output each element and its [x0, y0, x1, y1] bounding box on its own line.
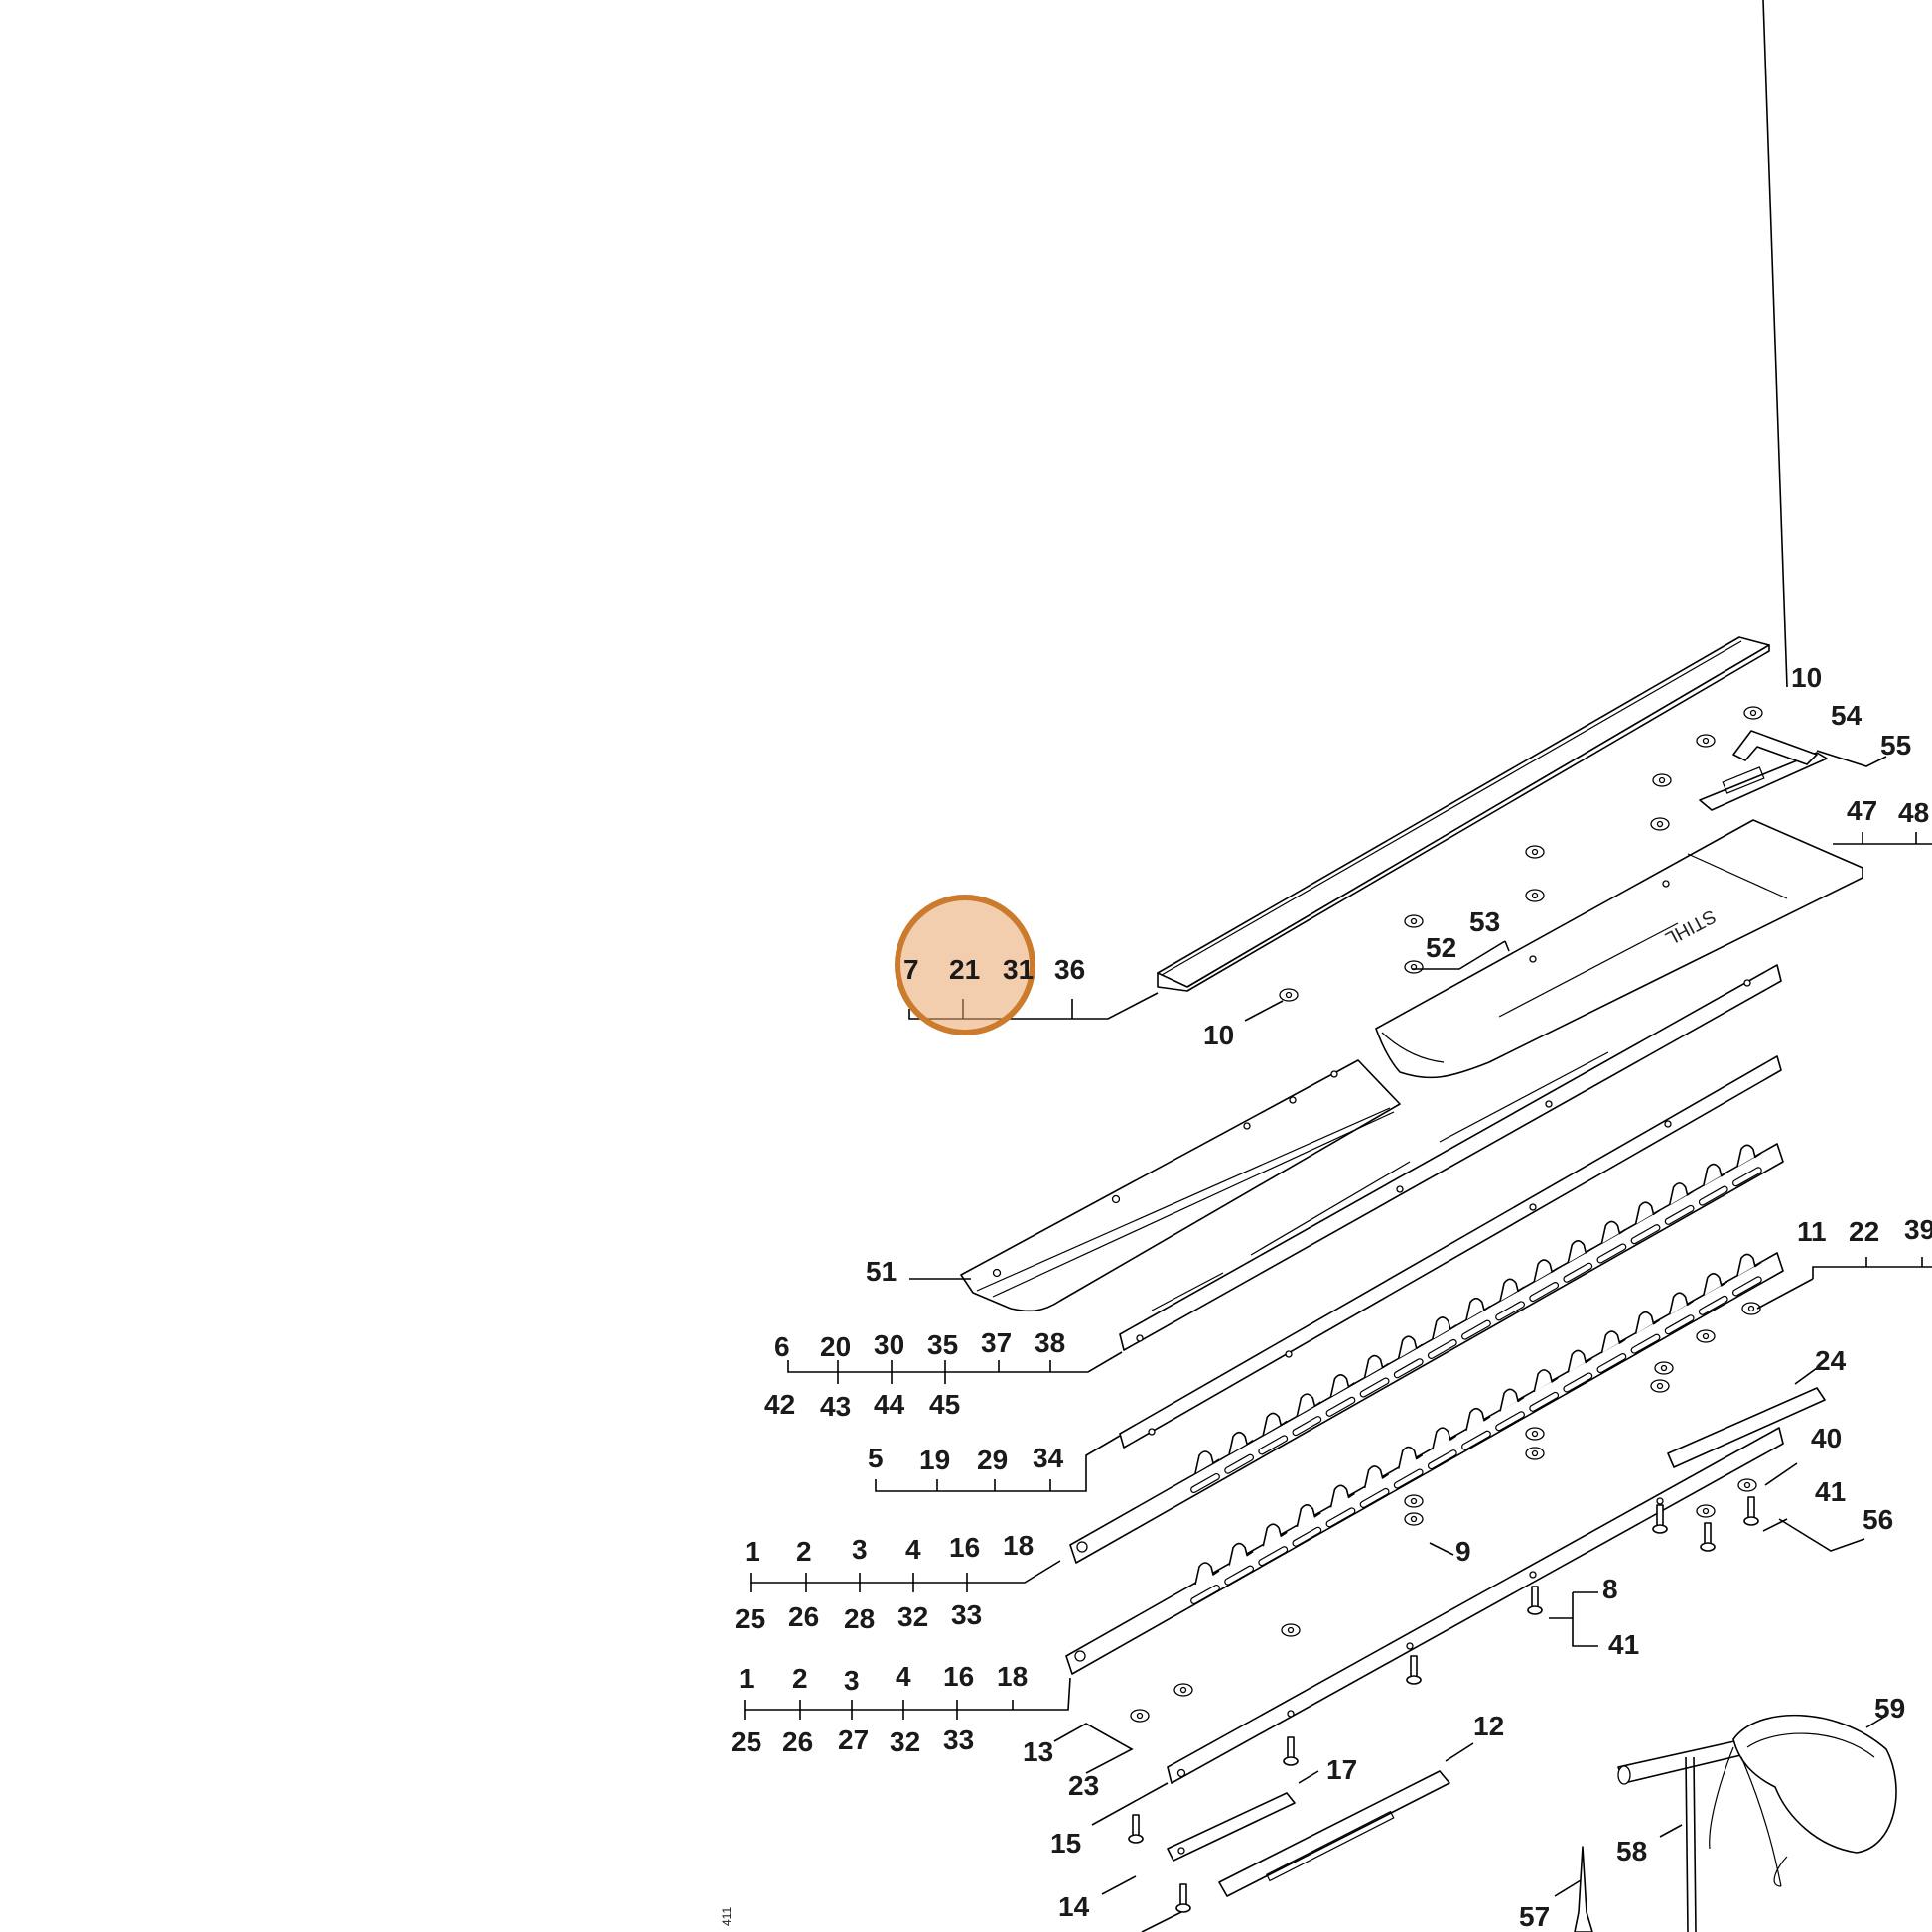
label-6: 6: [774, 1331, 790, 1362]
label-12: 12: [1473, 1711, 1504, 1741]
left-blade-guard: [960, 1059, 1401, 1312]
label-26-b: 26: [782, 1726, 813, 1757]
label-21: 21: [949, 954, 980, 985]
label-7: 7: [903, 954, 919, 985]
label-3-a: 3: [852, 1534, 868, 1565]
label-36: 36: [1054, 954, 1085, 985]
margin-code: 411: [720, 1907, 734, 1926]
label-8: 8: [1602, 1574, 1618, 1604]
label-15: 15: [1050, 1828, 1081, 1859]
label-30: 30: [874, 1329, 904, 1360]
label-27-b: 27: [838, 1725, 869, 1755]
callout-labels: 10 54 55 47 48 53 52 7 21 31 36 10 51 11…: [720, 662, 1932, 1932]
label-20: 20: [820, 1331, 851, 1362]
label-28-a: 28: [844, 1603, 875, 1634]
slotted-plate: [1218, 1770, 1450, 1897]
label-48: 48: [1898, 797, 1929, 828]
label-51: 51: [866, 1256, 897, 1287]
safety-glasses: [1709, 1714, 1897, 1887]
small-plate: [1167, 1792, 1296, 1862]
label-19: 19: [919, 1445, 950, 1475]
label-4-b: 4: [896, 1661, 911, 1692]
label-35: 35: [927, 1329, 958, 1360]
label-31: 31: [1003, 954, 1034, 985]
label-41-right: 41: [1815, 1476, 1846, 1507]
label-23: 23: [1068, 1770, 1099, 1801]
label-25-a: 25: [735, 1603, 765, 1634]
label-16-a: 16: [949, 1532, 980, 1563]
label-52: 52: [1426, 932, 1456, 963]
label-32-b: 32: [890, 1726, 920, 1757]
label-43: 43: [820, 1391, 851, 1422]
label-1-a: 1: [745, 1536, 760, 1567]
label-37: 37: [981, 1327, 1012, 1358]
bottom-guide-bar: [1167, 1427, 1784, 1784]
label-22: 22: [1849, 1216, 1879, 1247]
label-9: 9: [1455, 1536, 1471, 1567]
label-1-b: 1: [739, 1663, 755, 1694]
lower-cutting-blade: [1065, 1252, 1784, 1675]
label-3-b: 3: [844, 1665, 860, 1696]
label-2-b: 2: [792, 1663, 808, 1694]
label-17: 17: [1326, 1754, 1357, 1785]
label-38: 38: [1035, 1327, 1065, 1358]
label-29: 29: [977, 1445, 1008, 1475]
label-44: 44: [874, 1389, 905, 1420]
label-18-b: 18: [997, 1661, 1028, 1692]
nuts-and-washers: [1130, 706, 1763, 1723]
label-5: 5: [868, 1443, 884, 1473]
label-59: 59: [1874, 1693, 1905, 1724]
upper-blade-guard: STIHL: [1375, 819, 1863, 1079]
label-53: 53: [1469, 906, 1500, 937]
label-56: 56: [1863, 1504, 1893, 1535]
hook-bracket: [1699, 730, 1828, 811]
label-18-a: 18: [1003, 1530, 1034, 1561]
label-24: 24: [1815, 1345, 1847, 1376]
label-55: 55: [1880, 730, 1911, 760]
label-39: 39: [1904, 1214, 1932, 1245]
label-11: 11: [1797, 1216, 1827, 1247]
label-57: 57: [1519, 1901, 1550, 1932]
label-47: 47: [1847, 795, 1877, 826]
highlight-marker[interactable]: [895, 895, 1035, 1035]
top-cover-bar: [1157, 636, 1770, 992]
label-40: 40: [1811, 1423, 1842, 1453]
label-26-a: 26: [788, 1601, 819, 1632]
label-14: 14: [1058, 1891, 1090, 1922]
short-plate: [1667, 1387, 1826, 1468]
label-13: 13: [1023, 1736, 1053, 1767]
label-42: 42: [764, 1389, 795, 1420]
label-41-mid: 41: [1608, 1629, 1639, 1660]
middle-spacer-bar: [1119, 1055, 1782, 1449]
label-10-top: 10: [1791, 662, 1822, 693]
label-58: 58: [1616, 1836, 1647, 1866]
label-10-mid: 10: [1203, 1020, 1234, 1050]
label-16-b: 16: [943, 1661, 974, 1692]
label-34: 34: [1033, 1443, 1064, 1473]
label-4-a: 4: [905, 1534, 921, 1565]
upper-cutting-blade: [1069, 1143, 1784, 1564]
label-54: 54: [1831, 700, 1863, 731]
label-33-a: 33: [951, 1599, 982, 1630]
label-45: 45: [929, 1389, 960, 1420]
label-2-a: 2: [796, 1536, 812, 1567]
label-33-b: 33: [943, 1725, 974, 1755]
upper-spacer-bar: [1119, 964, 1782, 1351]
label-25-b: 25: [731, 1726, 761, 1757]
screwdriver: [1574, 1846, 1593, 1932]
screws: [1128, 1496, 1759, 1913]
label-32-a: 32: [897, 1601, 928, 1632]
